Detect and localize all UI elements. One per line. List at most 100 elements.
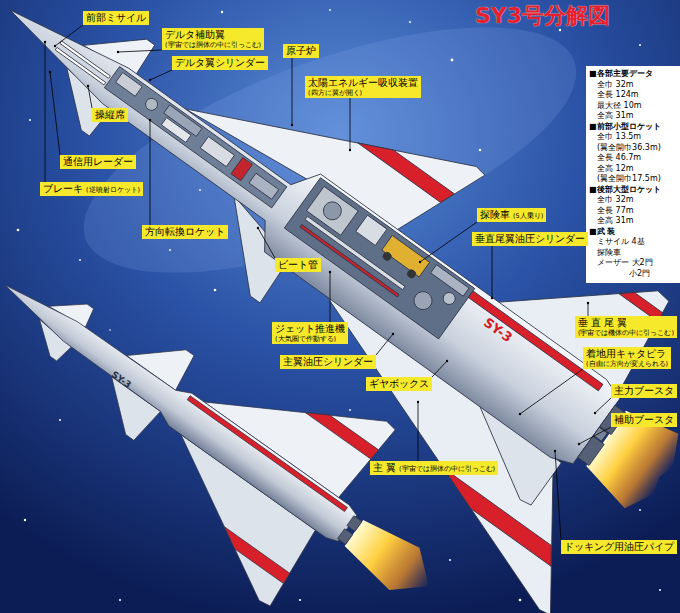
callout-label: ギヤボックス xyxy=(366,377,432,391)
callout-label: ブレーキ(逆噴射ロケット) xyxy=(40,182,143,196)
data-line: 全長 124m xyxy=(589,90,677,101)
leader-line xyxy=(292,58,293,125)
leader-line xyxy=(118,50,162,52)
leader-line xyxy=(45,42,46,182)
callout-label: 操縦席 xyxy=(92,108,128,122)
art-rect xyxy=(593,427,607,441)
art-polygon xyxy=(218,527,291,584)
data-line: ■後部大型ロケット xyxy=(589,185,677,196)
data-line: (翼全開巾36.3m) xyxy=(589,143,677,154)
art-rect xyxy=(431,265,469,296)
art-circle xyxy=(449,559,451,561)
callout-label: 垂 直 尾 翼(宇宙では機体の中に引っこむ) xyxy=(575,316,677,338)
callout-label: 方向転換ロケット xyxy=(142,225,228,239)
callout-label: 主力ブースタ xyxy=(611,384,677,398)
art-circle xyxy=(79,259,81,261)
leader-dot xyxy=(578,443,580,445)
data-line: ■各部主要データ xyxy=(589,69,677,80)
part-name: 主 翼 xyxy=(373,462,396,473)
data-line: 全高 31m xyxy=(589,216,677,227)
callout-label: ジェット推進機(大気圏で作動する) xyxy=(272,322,348,344)
leader-line xyxy=(55,25,83,46)
diagram-title: SY3号分解図 xyxy=(475,3,610,29)
leader-line xyxy=(50,72,60,155)
callout-label: 垂直尾翼油圧シリンダー xyxy=(472,232,588,246)
art-circle xyxy=(409,21,411,23)
part-note: (四方に翼が開く) xyxy=(308,89,418,97)
leader-line xyxy=(150,120,151,225)
nebula-glow xyxy=(55,0,605,323)
callout-label: 主 翼(宇宙では胴体の中に引っこむ) xyxy=(370,461,498,475)
leader-dot xyxy=(594,412,596,414)
art-circle xyxy=(24,519,26,521)
callout-label: 太陽エネルギー吸収装置(四方に翼が開く) xyxy=(305,76,421,98)
data-line: 全巾 32m xyxy=(589,80,677,91)
part-name: 垂 直 尾 翼 xyxy=(578,317,674,329)
art-rect xyxy=(116,73,142,97)
art-circle xyxy=(59,419,61,421)
art-circle xyxy=(169,249,171,251)
part-name: ギヤボックス xyxy=(369,378,429,390)
leader-dot xyxy=(49,71,51,73)
art-circle xyxy=(382,251,393,262)
leader-line xyxy=(588,303,589,316)
art-rect xyxy=(338,529,353,545)
data-line: 小2門 xyxy=(589,269,677,280)
part-name: ビート管 xyxy=(278,259,318,271)
art-circle xyxy=(199,189,201,191)
art-rect xyxy=(55,47,105,84)
art-circle xyxy=(406,268,417,279)
part-name: 操縦席 xyxy=(95,109,125,121)
part-name: 主翼油圧シリンダー xyxy=(283,356,373,368)
callout-label: 前部ミサイル xyxy=(83,11,149,25)
leader-line xyxy=(520,369,583,414)
art-rect xyxy=(200,137,234,167)
leader-dot xyxy=(257,227,259,229)
art-circle xyxy=(349,409,351,411)
part-name: デルタ補助翼 xyxy=(165,29,261,41)
art-rect xyxy=(161,118,191,143)
art-circle xyxy=(639,509,641,511)
art-rect xyxy=(60,41,110,78)
leader-dot xyxy=(349,149,351,151)
data-line: ■前部小型ロケット xyxy=(589,122,677,133)
leader-line xyxy=(350,98,351,150)
art-circle xyxy=(479,149,481,151)
art-path xyxy=(0,269,359,545)
art-circle xyxy=(329,9,331,11)
leader-dot xyxy=(117,51,119,53)
part-note: (自由に方向が変えられる) xyxy=(586,360,668,368)
art-circle xyxy=(559,29,561,31)
data-line: 最大径 10m xyxy=(589,101,677,112)
leader-dot xyxy=(291,124,293,126)
art-rect xyxy=(307,186,359,235)
data-line: (翼全開巾17.5m) xyxy=(589,174,677,185)
leader-dot xyxy=(554,450,556,452)
art-circle xyxy=(639,44,641,46)
art-circle xyxy=(299,599,301,601)
art-polygon xyxy=(468,291,603,391)
part-name: 主力ブースタ xyxy=(614,385,674,397)
callout-label: 探険車(5人乗り) xyxy=(477,208,546,222)
leader-line xyxy=(88,86,92,108)
callout-label: ドッキング用油圧パイプ xyxy=(561,540,677,554)
art-polygon xyxy=(339,512,444,608)
leader-dot xyxy=(44,41,46,43)
part-name: 前部ミサイル xyxy=(86,12,146,24)
part-name: デルタ翼シリンダー xyxy=(175,57,265,69)
art-rect xyxy=(231,157,252,180)
part-name: ブレーキ xyxy=(43,183,83,194)
art-circle xyxy=(519,599,522,602)
leader-dot xyxy=(87,85,89,87)
leader-dot xyxy=(329,271,331,273)
art-circle xyxy=(221,11,223,13)
art-polygon xyxy=(358,131,454,206)
callout-label: 着地用キャタピラ(自由に方向が変えられる) xyxy=(583,347,671,369)
art-rect xyxy=(249,173,279,199)
art-polygon xyxy=(187,396,347,512)
leader-line xyxy=(420,222,477,262)
part-note: (宇宙では機体の中に引っこむ) xyxy=(578,329,674,337)
leader-line xyxy=(579,427,611,444)
art-rect xyxy=(305,216,405,289)
